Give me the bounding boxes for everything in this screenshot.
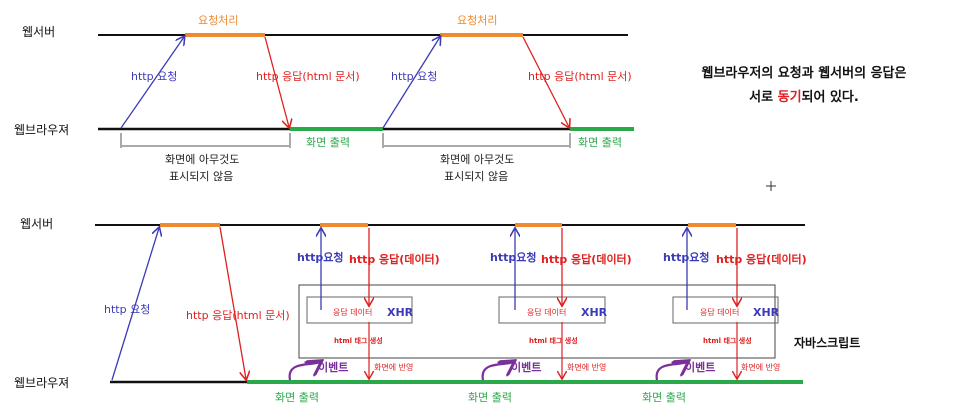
top-request-label-2: http 요청 [391,70,437,83]
bottom-browser-label: 웹브라우져 [14,376,69,390]
tag-generation-label-1: html 태그 생성 [334,336,383,345]
ajax-cycle-3: http요청 http 응답(데이터) 응답 데이터 XHR html 태그 생… [642,223,807,404]
top-response-label-1: http 응답(html 문서) [256,70,360,83]
top-request-arrow-2 [382,37,440,129]
note-line-2-before: 서로 [749,90,778,105]
ajax-response-label-2: http 응답(데이터) [541,252,632,266]
xhr-label-3: XHR [753,306,780,319]
note-line-2: 서로 동기되어 있다. [664,86,944,110]
top-screen-output-label-1: 화면 출력 [306,136,350,149]
top-blank-label-2b: 표시되지 않음 [444,170,508,183]
event-label-1: 이벤트 [318,360,348,374]
response-data-label-1: 응답 데이터 [333,307,372,317]
ajax-response-label-1: http 응답(데이터) [349,252,440,266]
response-data-label-3: 응답 데이터 [700,307,739,317]
bottom-screen-output-label-1: 화면 출력 [275,391,319,404]
top-blank-label-1b: 표시되지 않음 [169,170,233,183]
bottom-initial-response-label: http 응답(html 문서) [186,309,290,322]
ajax-cycle-1: http요청 http 응답(데이터) 응답 데이터 XHR html 태그 생… [275,223,440,404]
top-screen-output-label-2: 화면 출력 [578,136,622,149]
top-webserver-label: 웹서버 [22,25,55,39]
bottom-initial-request-label: http 요청 [104,303,150,316]
top-processing-label-2: 요청처리 [457,14,497,27]
ajax-request-label-1: http요청 [297,250,343,264]
top-blank-label-2a: 화면에 아무것도 [440,153,514,166]
top-browser-label: 웹브라우져 [14,123,69,137]
bottom-webserver-label: 웹서버 [20,217,53,231]
bottom-initial-response-arrow [219,226,246,379]
ajax-response-label-3: http 응답(데이터) [716,252,807,266]
ajax-cycle-2: http요청 http 응답(데이터) 응답 데이터 XHR html 태그 생… [468,223,632,404]
top-response-arrow-2 [522,36,569,127]
tag-generation-label-2: html 태그 생성 [529,336,578,345]
sync-explanation-note: 웹브라우저의 요청과 웹서버의 응답은 서로 동기되어 있다. [664,62,944,110]
javascript-label: 자바스크립트 [794,335,860,350]
screen-apply-label-1: 화면에 반영 [374,362,413,372]
note-line-2-after: 되어 있다. [801,90,859,105]
event-label-3: 이벤트 [685,360,715,374]
screen-apply-label-3: 화면에 반영 [741,362,780,372]
event-label-2: 이벤트 [511,360,541,374]
javascript-box [298,284,776,359]
top-blank-label-1a: 화면에 아무것도 [165,153,239,166]
note-line-1: 웹브라우저의 요청과 웹서버의 응답은 [701,66,907,81]
top-request-arrow-1 [120,37,184,129]
top-request-label-1: http 요청 [131,70,177,83]
crosshair-cursor-icon [766,181,776,191]
xhr-label-1: XHR [387,306,414,319]
bottom-initial-request-arrow [111,228,159,381]
top-response-label-2: http 응답(html 문서) [528,70,632,83]
screen-apply-label-2: 화면에 반영 [567,362,606,372]
top-response-arrow-1 [264,36,289,127]
tag-generation-label-3: html 태그 생성 [703,336,752,345]
ajax-request-label-3: http요청 [663,250,709,264]
bottom-screen-output-label-2: 화면 출력 [468,391,512,404]
ajax-request-label-2: http요청 [490,250,536,264]
xhr-label-2: XHR [581,306,608,319]
bottom-screen-output-label-3: 화면 출력 [642,391,686,404]
response-data-label-2: 응답 데이터 [527,307,566,317]
note-highlight-sync: 동기 [777,90,802,105]
top-processing-label-1: 요청처리 [198,14,238,27]
